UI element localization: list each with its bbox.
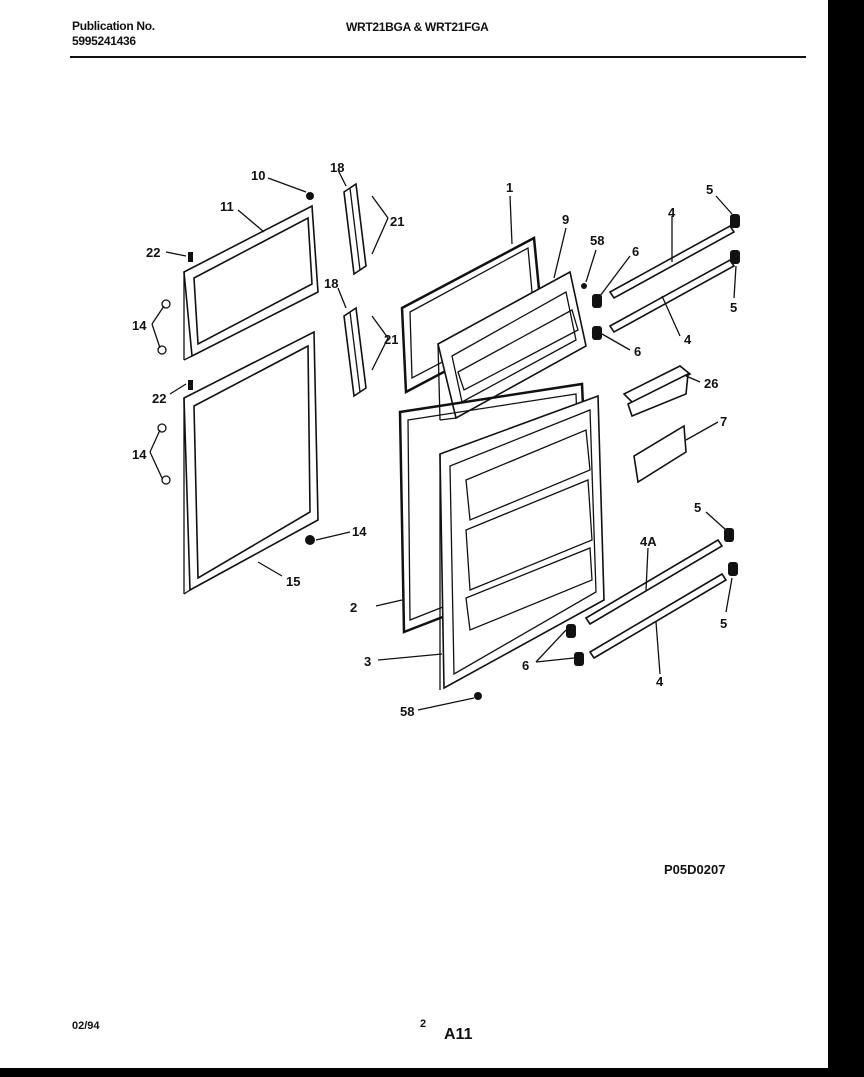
- publication-number: 5995241436: [72, 34, 136, 48]
- header-rule: [70, 56, 806, 58]
- shelf-trim: [633, 424, 687, 484]
- callout-22-lower: 22: [152, 391, 166, 406]
- callout-2: 2: [350, 600, 357, 615]
- callout-6-mid: 6: [634, 344, 641, 359]
- callout-4-upper: 4: [668, 205, 676, 220]
- callout-58-lower: 58: [400, 704, 414, 719]
- callout-58-upper: 58: [590, 233, 604, 248]
- callout-4-mid: 4: [684, 332, 692, 347]
- callout-6-lower: 6: [522, 658, 529, 673]
- freezer-door-liner: [437, 270, 587, 421]
- freezer-rail-lower: [608, 258, 736, 334]
- handle-upper: [343, 182, 367, 276]
- callout-14-upper: 14: [132, 318, 147, 333]
- figure-code: P05D0207: [664, 862, 726, 877]
- callout-21-upper: 21: [390, 214, 404, 229]
- date-code: 02/94: [72, 1020, 100, 1032]
- leader-lines: [149, 169, 737, 711]
- handle-lower: [343, 306, 367, 398]
- callout-7: 7: [720, 414, 727, 429]
- callout-4-lower: 4: [656, 674, 664, 689]
- publication-label: Publication No.: [72, 19, 155, 33]
- callout-26: 26: [704, 376, 718, 391]
- callout-9: 9: [562, 212, 569, 227]
- callout-18-lower: 18: [324, 276, 338, 291]
- callout-5-a: 5: [706, 182, 713, 197]
- callout-11: 11: [220, 199, 234, 214]
- fresh-food-rail-upper: [584, 538, 724, 626]
- callout-22-upper: 22: [146, 245, 160, 260]
- callout-5-d: 5: [720, 616, 727, 631]
- fasteners: [157, 192, 587, 700]
- model-title: WRT21BGA & WRT21FGA: [346, 20, 489, 34]
- fresh-food-door-liner: [439, 394, 605, 690]
- fresh-food-door-panel: [183, 330, 319, 595]
- door-bin: [622, 365, 692, 418]
- parts-diagram-sheet: Publication No. 5995241436 WRT21BGA & WR…: [0, 0, 828, 1068]
- page-small-number: 2: [420, 1018, 427, 1030]
- fresh-food-rail-lower: [588, 572, 728, 660]
- callout-5-c: 5: [694, 500, 701, 515]
- callout-1: 1: [506, 180, 513, 195]
- exploded-door-diagram: 10 11 22 14 18 21 18 21 22 14 14 15 1 9 …: [132, 160, 740, 719]
- callout-14-lower: 14: [352, 524, 367, 539]
- callout-18-upper: 18: [330, 160, 344, 175]
- callout-15: 15: [286, 574, 300, 589]
- callout-6-upper: 6: [632, 244, 639, 259]
- callout-3: 3: [364, 654, 371, 669]
- callout-10: 10: [251, 168, 265, 183]
- freezer-door-panel: [183, 204, 319, 361]
- rail-end-caps: [566, 214, 740, 666]
- callout-14-mid: 14: [132, 447, 147, 462]
- callout-5-b: 5: [730, 300, 737, 315]
- callout-21-lower: 21: [384, 332, 398, 347]
- callout-4A: 4A: [640, 534, 657, 549]
- page-code: A11: [444, 1026, 473, 1043]
- callout-labels: 10 11 22 14 18 21 18 21 22 14 14 15 1 9 …: [132, 160, 737, 719]
